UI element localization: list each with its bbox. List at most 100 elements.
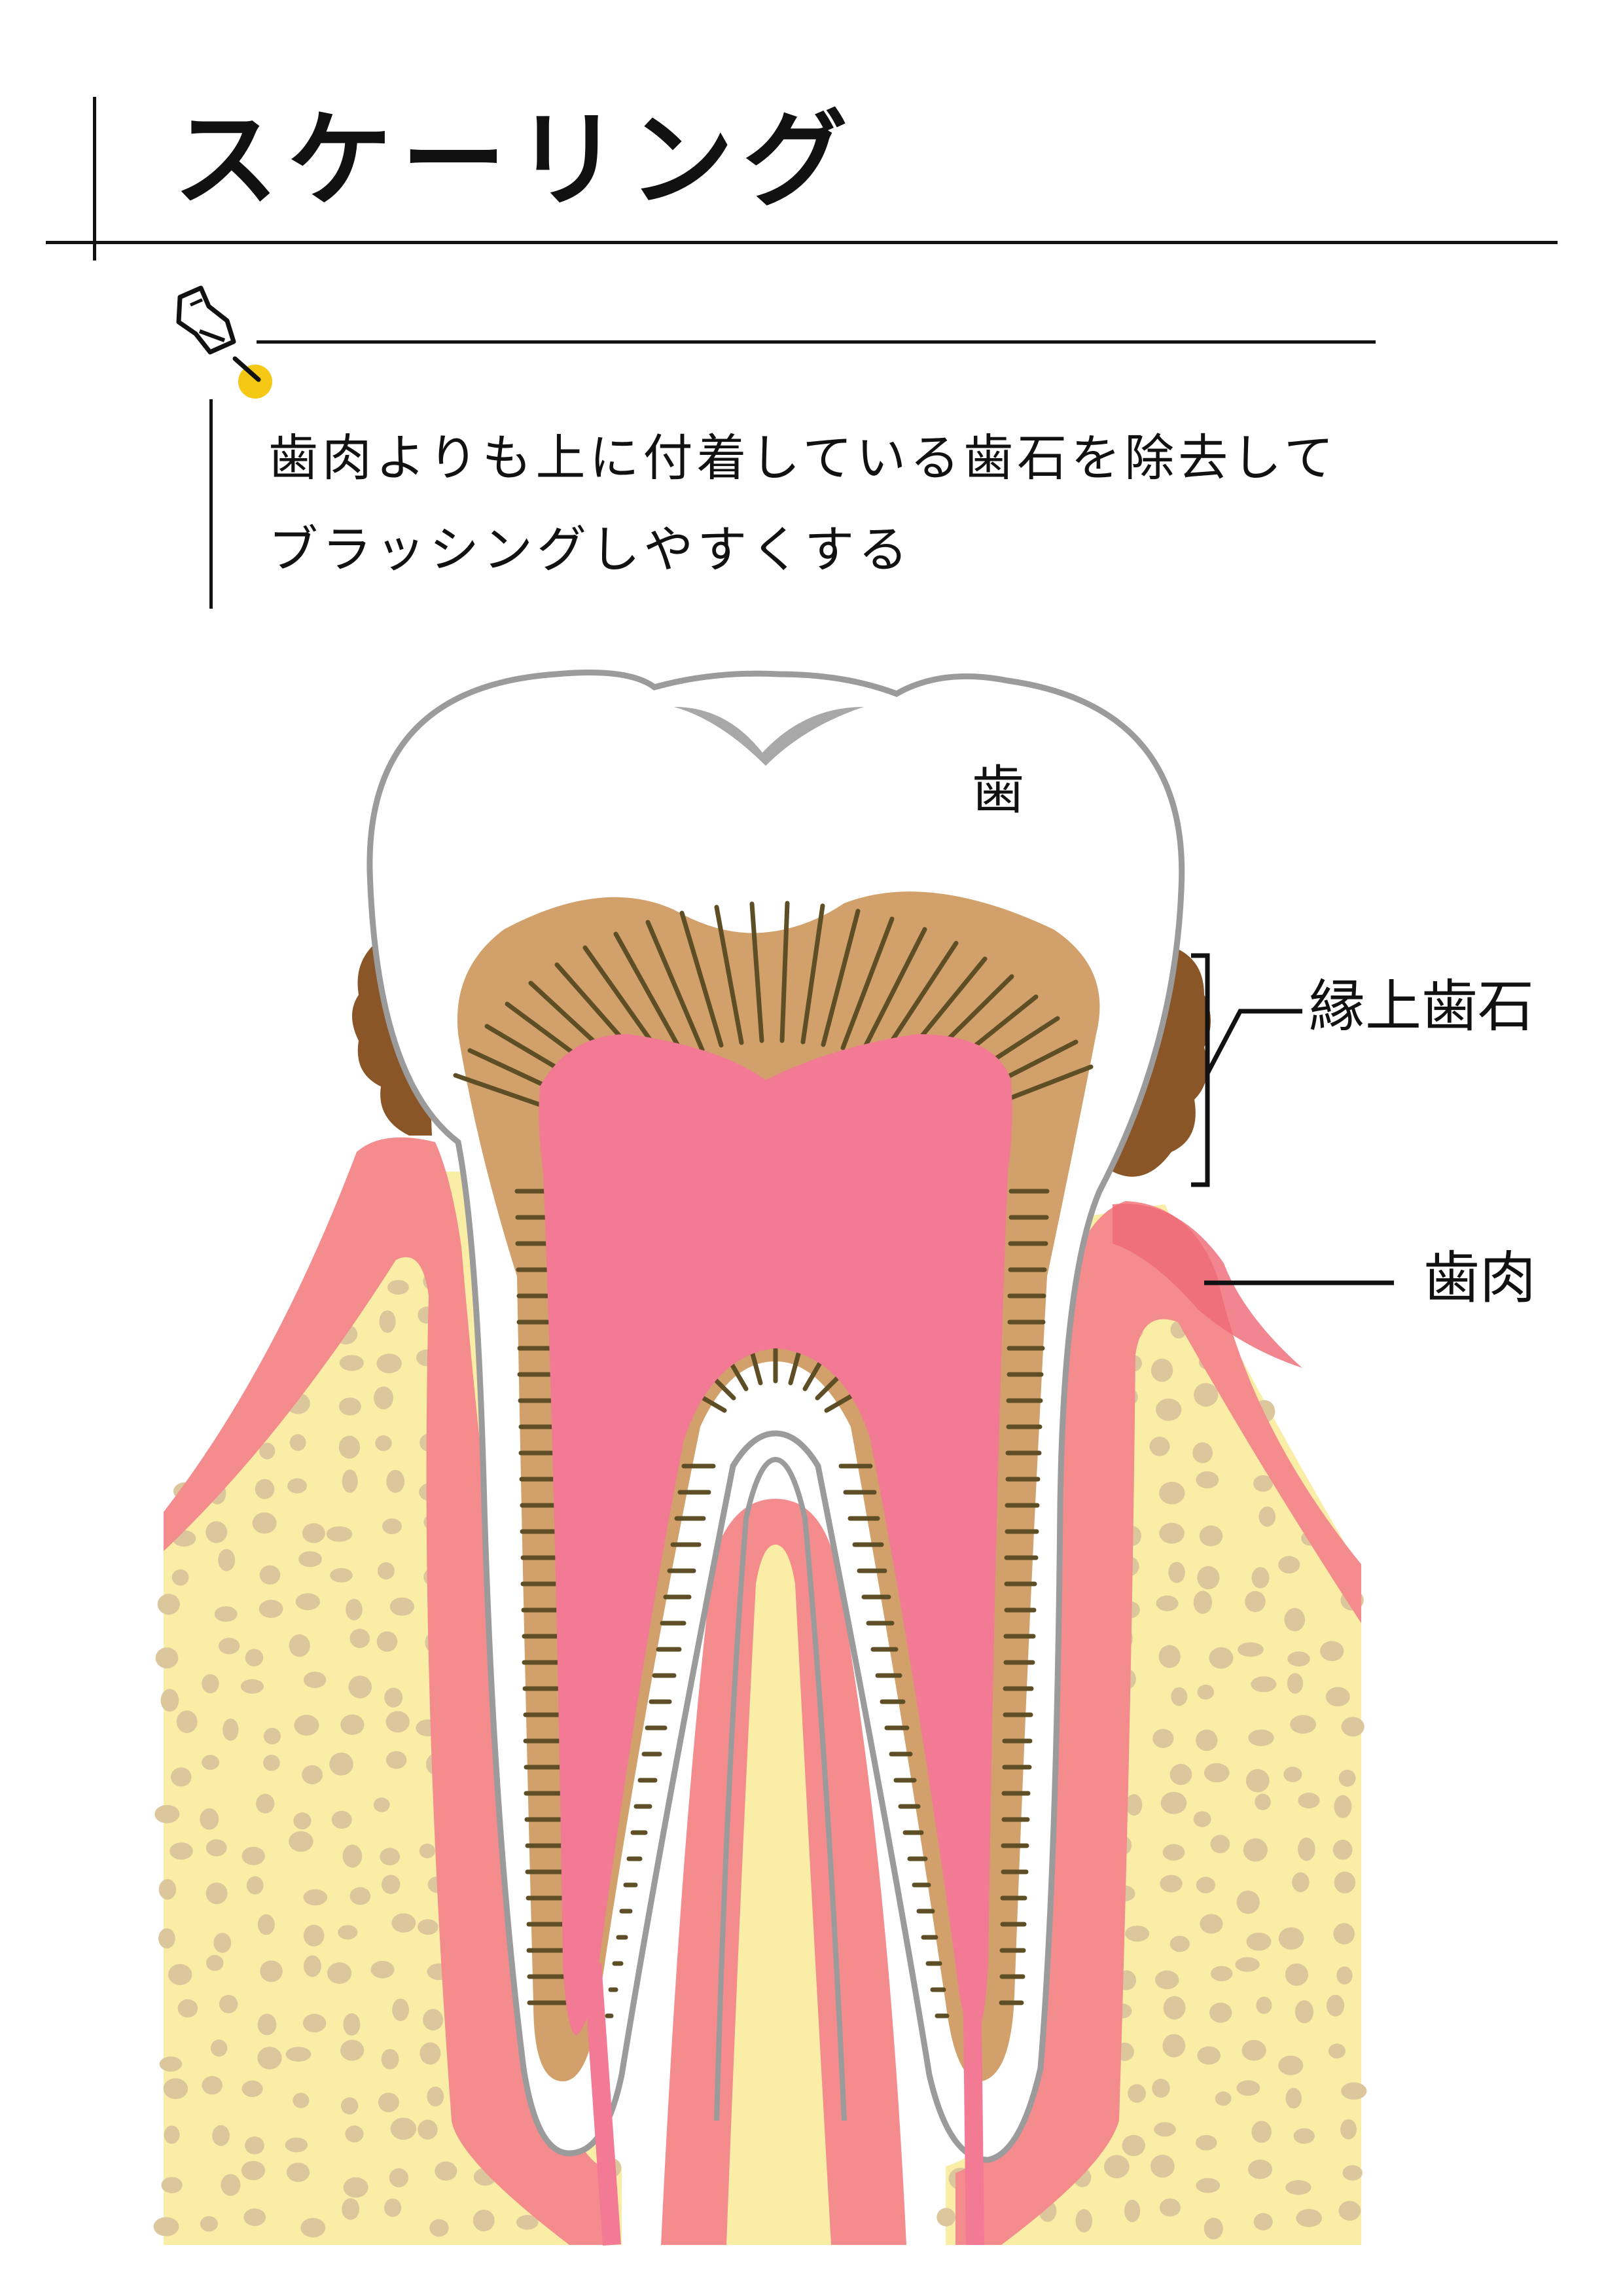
bone-dot	[1149, 1437, 1170, 1456]
bone-dot	[427, 2087, 444, 2107]
bone-dot	[1243, 1838, 1268, 1862]
note-top-rule	[257, 340, 1376, 344]
bone-dot	[1245, 1768, 1270, 1793]
bone-dot	[378, 2092, 399, 2113]
bone-dot	[1256, 1996, 1272, 2014]
bone-dot	[205, 1882, 228, 1905]
bone-dot	[348, 1676, 372, 1698]
bone-dot	[385, 1751, 407, 1769]
bone-dot	[1236, 1890, 1260, 1914]
bone-dot	[1159, 1481, 1185, 1505]
bone-dot	[418, 1919, 438, 1935]
bone-dot	[163, 2078, 188, 2100]
header-vertical-rule	[93, 97, 96, 260]
bone-dot	[205, 1954, 224, 1971]
note-left-rule	[209, 399, 213, 609]
bone-dot	[1196, 1471, 1219, 1489]
bone-dot	[241, 2080, 263, 2097]
bone-dot	[200, 2216, 218, 2232]
bone-dot	[219, 1994, 238, 2014]
bone-dot	[340, 2039, 365, 2061]
bone-dot	[1241, 2039, 1266, 2061]
bone-dot	[1125, 1926, 1150, 1942]
bone-dot	[1162, 2034, 1186, 2058]
bone-dot	[205, 1839, 227, 1857]
bone-dot	[384, 1687, 403, 1708]
bone-dot	[340, 2097, 359, 2115]
bone-dot	[1342, 2165, 1363, 2181]
header-horizontal-rule	[46, 241, 1558, 244]
dentin-line	[821, 908, 861, 1047]
bone-dot	[154, 1804, 180, 1823]
bone-dot	[1196, 2178, 1221, 2193]
bone-dot	[379, 1310, 396, 1333]
bone-dot	[345, 2125, 364, 2143]
bone-dot	[423, 2009, 444, 2031]
bone-dot	[245, 2136, 264, 2155]
bone-dot	[1325, 1687, 1350, 1707]
note-line-1: 歯肉よりも上に付着している歯石を除去して	[268, 429, 1338, 487]
bone-dot	[1159, 2198, 1181, 2217]
bone-dot	[289, 1634, 310, 1657]
bone-dot	[223, 1718, 239, 1741]
bone-dot	[1154, 1970, 1179, 1990]
bone-dot	[176, 1710, 198, 1733]
bone-dot	[256, 1793, 275, 1814]
bone-dot	[1283, 1767, 1302, 1782]
bone-dot	[1169, 1764, 1192, 1785]
bone-dot	[1209, 1647, 1234, 1669]
bone-dot	[1200, 1914, 1223, 1934]
bone-dot	[1192, 1442, 1213, 1463]
bone-dot	[419, 2042, 441, 2065]
bone-dot	[342, 1469, 358, 1493]
bone-dot	[295, 1593, 320, 1611]
bone-dot	[1290, 1715, 1316, 1734]
gum-left	[164, 1137, 612, 2245]
bone-dot	[1104, 2155, 1130, 2179]
bone-dot	[1251, 1676, 1277, 1693]
bone-dot	[294, 1714, 319, 1736]
bone-dot	[1294, 2000, 1314, 2024]
bone-dot	[373, 1797, 390, 1812]
bone-dot	[303, 1955, 321, 1977]
bone-dot	[1258, 1506, 1276, 1527]
bone-dot	[1163, 1996, 1186, 2020]
bone-dot	[389, 2168, 409, 2187]
bone-dot	[1171, 1687, 1188, 1706]
bone-dot	[326, 1526, 353, 1542]
bone-dot	[214, 1606, 238, 1622]
bone-dot	[286, 2162, 310, 2182]
bone-dot	[1150, 1358, 1173, 1382]
dentin-line	[714, 905, 744, 1045]
bone-dot	[157, 1594, 180, 1615]
bone-dot	[218, 1549, 236, 1571]
bone-dot	[370, 1960, 395, 1979]
dentin-line	[779, 901, 790, 1043]
bone-dot	[212, 2125, 230, 2146]
dentin-line	[613, 931, 686, 1058]
bone-dot	[343, 2013, 361, 2036]
bone-dot	[1075, 2209, 1093, 2233]
bone-dot	[1199, 1525, 1223, 1547]
nerve-left	[583, 1963, 621, 2246]
bone-dot	[1278, 1556, 1300, 1574]
bone-dot	[342, 1844, 363, 1868]
bone-dot	[1193, 1811, 1211, 1827]
dentin-line	[788, 1349, 802, 1386]
bone-dot	[260, 1960, 283, 1982]
bone-dot	[168, 1964, 192, 1985]
bone-dot	[1152, 2079, 1170, 2098]
bone-dot	[1287, 1673, 1304, 1694]
bone-dot	[387, 1280, 409, 1295]
bone-dot	[330, 1568, 353, 1583]
bone-dot	[1340, 2119, 1357, 2140]
bone-dot	[1296, 2209, 1323, 2227]
bone-dot	[303, 1924, 325, 1946]
bone-dot	[259, 1600, 283, 1619]
bone-dot	[1160, 1874, 1183, 1893]
dentin-line	[840, 916, 895, 1050]
bone-dot	[329, 1752, 353, 1776]
bone-dot	[1292, 1872, 1310, 1892]
bone-dot	[1156, 1595, 1179, 1611]
bone-dot	[293, 1812, 312, 1830]
